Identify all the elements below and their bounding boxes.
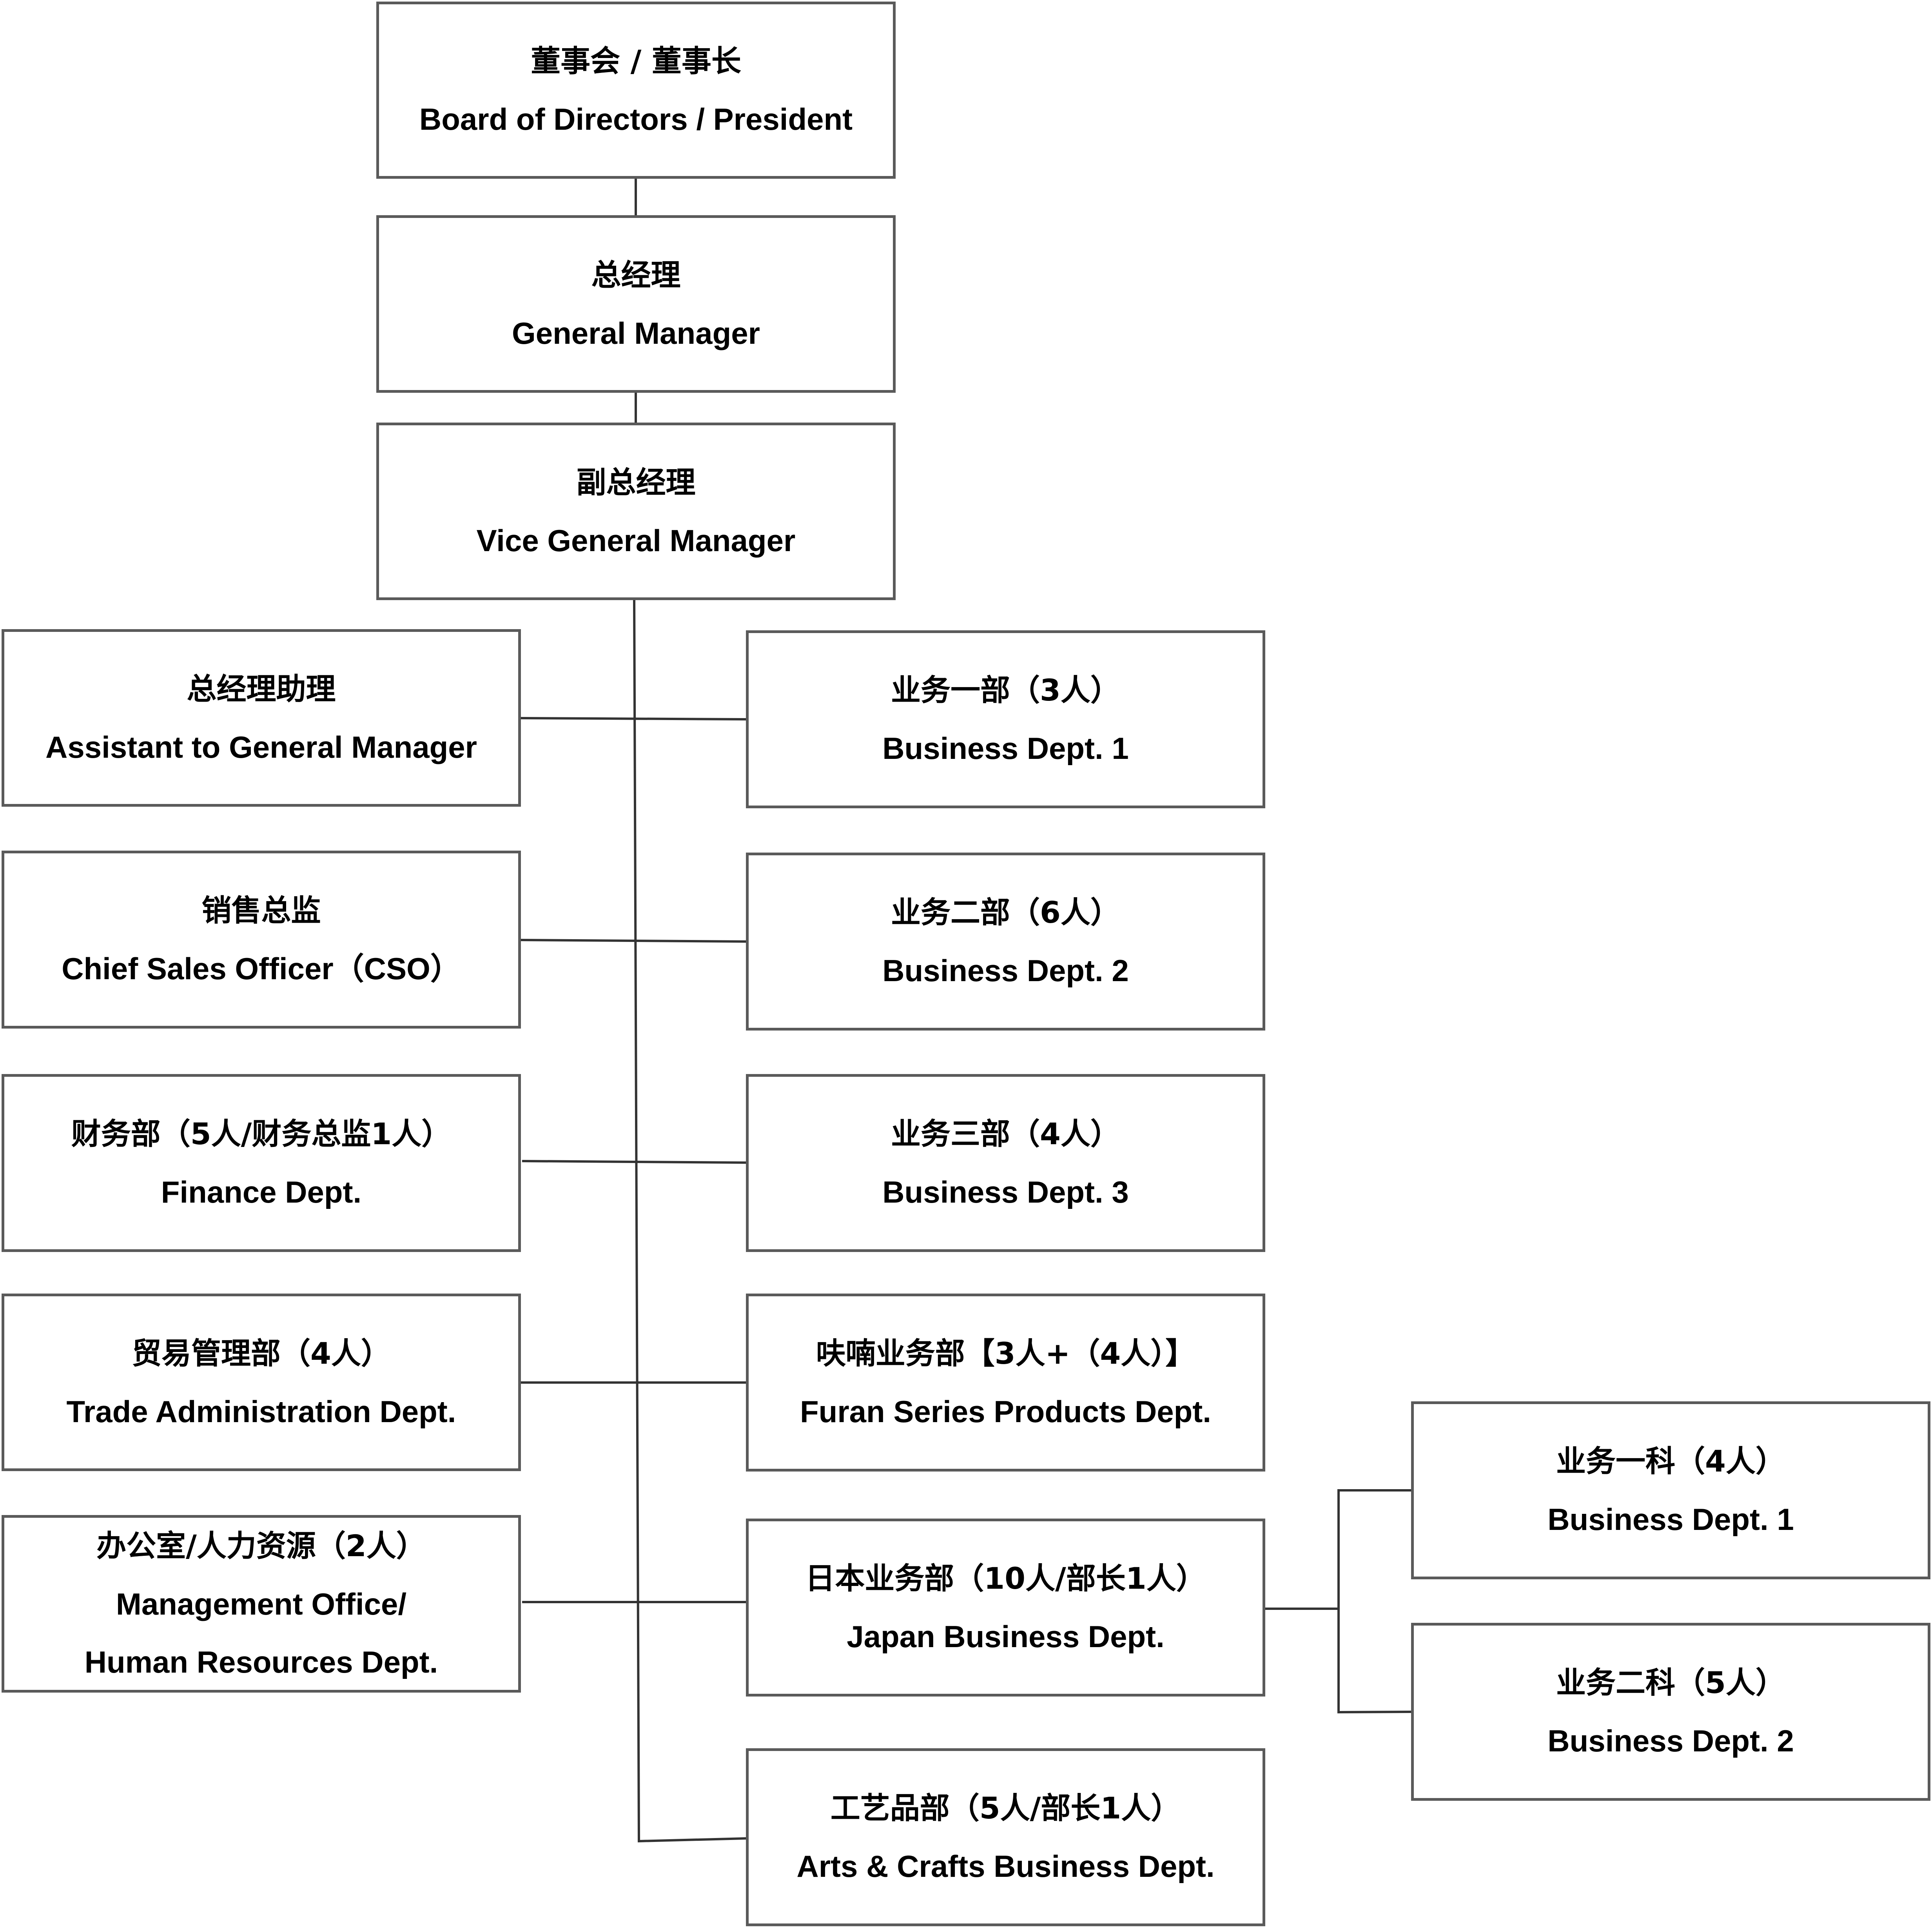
box-fin-zh-label: 财务部（5人/财务总监1人）	[71, 1116, 452, 1151]
box-js2-zh-label: 业务二科（5人）	[1556, 1665, 1785, 1700]
box-trade-en-label: Trade Administration Dept.	[66, 1394, 456, 1429]
box-gm-en-label: General Manager	[512, 316, 760, 350]
connector-trunk-arts	[637, 1837, 747, 1843]
box-furan-en-label: Furan Series Products Dept.	[800, 1394, 1211, 1429]
connector-vertical-trunk	[633, 599, 640, 1843]
box-board-zh-label: 董事会 / 董事长	[531, 44, 741, 78]
box-trade-zh-label: 贸易管理部（4人）	[132, 1335, 391, 1371]
box-japan-business-dept: 日本业务部（10人/部长1人） Japan Business Dept.	[746, 1519, 1265, 1697]
box-asst-en-label: Assistant to General Manager	[45, 729, 477, 764]
box-assistant-gm: 总经理助理 Assistant to General Manager	[2, 629, 521, 807]
box-office-en-label-1: Management Office/	[116, 1586, 407, 1621]
box-business-dept-3: 业务三部（4人） Business Dept. 3	[746, 1074, 1265, 1252]
box-management-office-hr: 办公室/人力资源（2人） Management Office/ Human Re…	[2, 1515, 521, 1693]
box-js1-en-label: Business Dept. 1	[1547, 1502, 1794, 1537]
box-business-dept-2: 业务二部（6人） Business Dept. 2	[746, 853, 1265, 1031]
box-furan-products-dept: 呋喃业务部【3人+（4人）】 Furan Series Products Dep…	[746, 1294, 1265, 1472]
box-b3-zh-label: 业务三部（4人）	[891, 1116, 1120, 1151]
box-vgm-zh-label: 副总经理	[576, 465, 696, 500]
box-js1-zh-label: 业务一科（4人）	[1556, 1444, 1785, 1479]
box-cso-en-label: Chief Sales Officer（CSO）	[62, 951, 461, 986]
connector-asst-b1	[519, 717, 747, 721]
box-business-dept-1: 业务一部（3人） Business Dept. 1	[746, 630, 1265, 808]
box-b3-en-label: Business Dept. 3	[882, 1175, 1129, 1209]
connector-fin-b3	[522, 1159, 750, 1164]
box-b2-en-label: Business Dept. 2	[882, 953, 1129, 988]
box-general-manager: 总经理 General Manager	[376, 215, 896, 393]
box-board-of-directors: 董事会 / 董事长 Board of Directors / President	[376, 2, 896, 179]
box-arts-zh-label: 工艺品部（5人/部长1人）	[830, 1791, 1181, 1825]
box-fin-en-label: Finance Dept.	[161, 1175, 362, 1209]
box-japan-section-1: 业务一科（4人） Business Dept. 1	[1411, 1401, 1930, 1579]
box-japan-section-2: 业务二科（5人） Business Dept. 2	[1411, 1623, 1930, 1801]
box-vice-general-manager: 副总经理 Vice General Manager	[376, 423, 896, 600]
box-board-en-label: Board of Directors / President	[419, 102, 853, 136]
box-office-zh-label: 办公室/人力资源（2人）	[96, 1528, 426, 1563]
box-arts-en-label: Arts & Crafts Business Dept.	[796, 1849, 1215, 1883]
box-b2-zh-label: 业务二部（6人）	[891, 895, 1120, 930]
box-office-en-label-2: Human Resources Dept.	[84, 1644, 438, 1679]
box-arts-crafts-dept: 工艺品部（5人/部长1人） Arts & Crafts Business Dep…	[746, 1748, 1265, 1926]
box-finance-dept: 财务部（5人/财务总监1人） Finance Dept.	[2, 1074, 521, 1252]
box-vgm-en-label: Vice General Manager	[476, 523, 796, 558]
box-japan-zh-label: 日本业务部（10人/部长1人）	[805, 1561, 1206, 1596]
box-trade-admin-dept: 贸易管理部（4人） Trade Administration Dept.	[2, 1294, 521, 1471]
box-japan-en-label: Japan Business Dept.	[847, 1619, 1165, 1654]
box-b1-en-label: Business Dept. 1	[882, 731, 1129, 766]
box-furan-zh-label: 呋喃业务部【3人+（4人）】	[816, 1336, 1195, 1371]
box-chief-sales-officer: 销售总监 Chief Sales Officer（CSO）	[2, 851, 521, 1029]
box-gm-zh-label: 总经理	[591, 257, 681, 292]
connector-cso-b2	[519, 938, 747, 943]
box-cso-zh-label: 销售总监	[201, 893, 321, 928]
box-asst-zh-label: 总经理助理	[187, 671, 336, 706]
box-b1-zh-label: 业务一部（3人）	[891, 673, 1120, 708]
box-js2-en-label: Business Dept. 2	[1547, 1724, 1794, 1758]
